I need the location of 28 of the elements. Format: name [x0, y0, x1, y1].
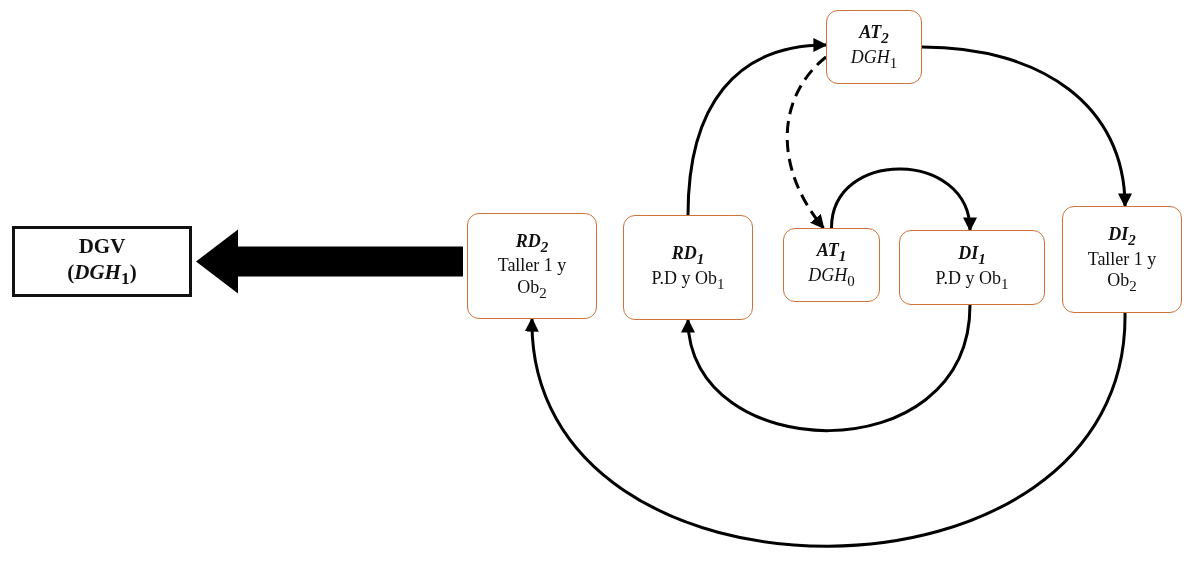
- arrow: [785, 55, 827, 230]
- stage-box: [1062, 206, 1182, 313]
- node-text: P.D y Ob$_{1}$: [935, 267, 1009, 293]
- node-text: (DGH$_{1}$): [67, 259, 137, 289]
- node-heading: RD$_{2}$: [515, 230, 549, 256]
- arrow: [527, 312, 1127, 548]
- node-text: Taller 1 y Ob$_{2}$: [496, 255, 568, 302]
- stage-box: [467, 213, 597, 319]
- result-box: [12, 226, 192, 297]
- node-text: P.D y Ob$_{1}$: [651, 267, 725, 293]
- node-heading: DI$_{2}$: [1108, 224, 1136, 249]
- stage-box: [623, 215, 753, 320]
- node-heading: AT$_{2}$: [859, 22, 889, 47]
- node-text: DGH$_{0}$: [808, 265, 855, 290]
- stage-box: [899, 230, 1045, 305]
- node-heading: AT$_{1}$: [816, 240, 847, 265]
- arrow: [683, 304, 972, 433]
- node-text: Taller 1 y Ob$_{2}$: [1086, 248, 1158, 295]
- node-heading: DGV: [78, 234, 126, 260]
- node-text: DGH$_{1}$: [850, 47, 898, 72]
- arrow: [686, 38, 828, 216]
- node-heading: DI$_{1}$: [958, 242, 986, 268]
- node-heading: RD$_{1}$: [671, 242, 705, 268]
- stage-box: [783, 228, 880, 302]
- arrow: [921, 45, 1132, 208]
- stage-box: [826, 10, 922, 84]
- arrow: [830, 167, 976, 232]
- block-arrow: [196, 229, 463, 294]
